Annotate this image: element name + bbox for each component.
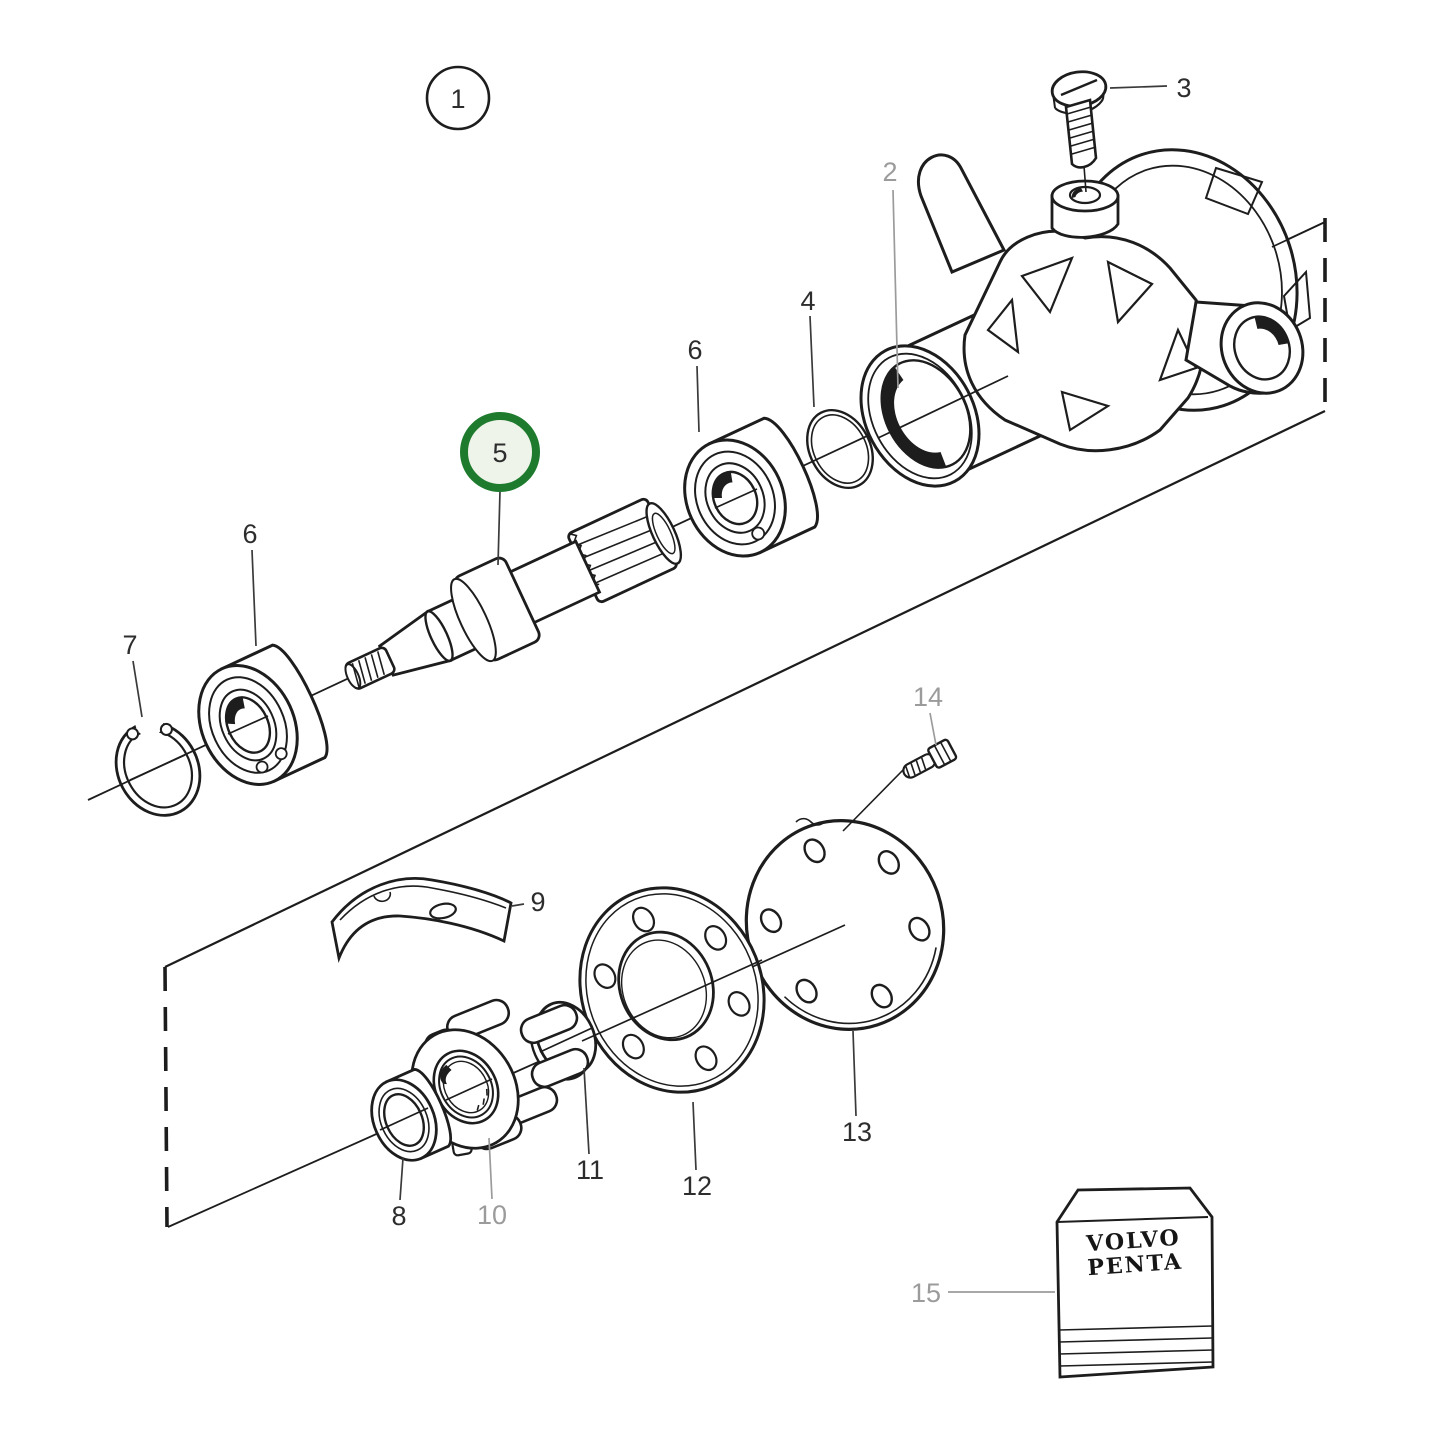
callout-1-balloon [425,65,491,131]
callout-11: 11 [576,1155,604,1185]
gasket-rim-line [585,893,759,1087]
leader-8 [399,1157,404,1201]
impeller-spline-notches [476,1088,488,1111]
leader-14 [929,712,937,746]
screw-guide-line [1083,165,1087,193]
impeller-bore-shadow [440,1064,452,1085]
wear-plate-top-edge [339,885,507,921]
leader-lines [132,85,1168,1293]
callout-14: 14 [913,682,943,712]
ball-bearing-right [683,416,819,558]
circlip-eye [126,727,140,741]
bushing [370,1068,452,1162]
leader-6-left [251,549,257,647]
bearing-ball [274,747,288,761]
kit-box-flap-lines [1058,1325,1214,1367]
leader-9 [511,903,525,907]
pump-housing [859,148,1312,488]
callout-12: 12 [682,1171,712,1201]
leader-11 [583,1067,590,1155]
wear-plate-hole [429,902,457,920]
leader-12 [692,1101,697,1171]
boss-hole-shadow [1071,188,1083,198]
bearing-ball [751,526,766,541]
inlet-opening [859,344,981,488]
hex-screw [842,738,958,832]
kit-box-brand: VOLVO PENTA [1084,1225,1183,1282]
housing-hub [962,229,1206,453]
kit-box-top-fold [1056,1216,1209,1223]
callout-13: 13 [842,1117,872,1147]
slotted-screw [1050,70,1108,193]
hex-screw-threads [905,757,927,779]
cover-bottom-rim [783,947,937,1025]
panel-dashed-edge-left [163,966,169,1228]
screw-threads [1066,106,1097,155]
flange-facet-top [1204,166,1264,216]
shaft-step-ring [424,610,454,662]
wear-plate-notch [373,891,392,903]
outlet-bore-shadow [1254,316,1289,345]
leader-3 [1109,85,1168,89]
callout-15: 15 [911,1278,941,1308]
callout-1: 1 [450,84,465,114]
panel-edge-line [164,410,1326,968]
wear-plate-outline [330,877,513,963]
gasket [578,886,766,1094]
shaft-threaded-tip [344,646,396,690]
callout-8: 8 [391,1201,406,1231]
leader-7 [132,660,143,718]
callout-4: 4 [800,286,815,316]
callout-6-right: 6 [687,335,702,365]
leader-2 [892,189,899,389]
kit-box-outline [1055,1186,1215,1379]
bearing-bore-shadow [226,697,245,725]
circlip-eye [159,722,173,736]
impeller-hub [432,1049,500,1125]
top-boss [1050,179,1120,239]
spline-ridges [576,514,669,585]
outlet-opening [1219,301,1305,395]
leader-5 [497,490,501,566]
gasket-center-hole-inner [620,939,708,1039]
boundary-panel [163,218,1327,1228]
service-kit-box: VOLVO PENTA [1055,1186,1215,1379]
callout-7: 7 [122,630,137,660]
callout-3: 3 [1176,73,1191,103]
wear-plate [330,877,513,963]
callout-5: 5 [492,438,507,468]
cover-top-mark [795,817,825,826]
leader-6-right [696,365,700,433]
housing-upper-port [917,153,1007,274]
callout-9: 9 [530,887,545,917]
bearing-ball [255,760,269,774]
gasket-center-hole [617,930,715,1042]
shaft-collar [450,556,541,663]
drive-shaft [344,497,683,690]
leader-10 [488,1137,493,1200]
cover-bolt-holes [759,838,931,1009]
tip-threads [351,651,386,687]
axis-overlay-segments [129,221,1326,1131]
leader-13 [852,1030,857,1117]
gasket-bolt-holes [593,906,751,1072]
callout-10: 10 [477,1200,507,1230]
leader-4 [809,315,815,408]
housing-web-ribs [986,256,1198,432]
callout-2: 2 [882,157,897,187]
callouts: 1 2 3 4 5 6 6 7 8 9 10 11 12 13 14 15 [122,65,1192,1308]
inlet-bore-shadow [881,366,947,468]
callout-5-highlight[interactable]: 5 [460,412,540,492]
bearing-bore-shadow [712,471,733,499]
screw-slot [1060,78,1098,97]
hex-screw-guide-line [842,769,904,832]
highlight-ring[interactable] [460,412,540,492]
o-ring [806,408,874,490]
callout-6-left: 6 [242,519,257,549]
